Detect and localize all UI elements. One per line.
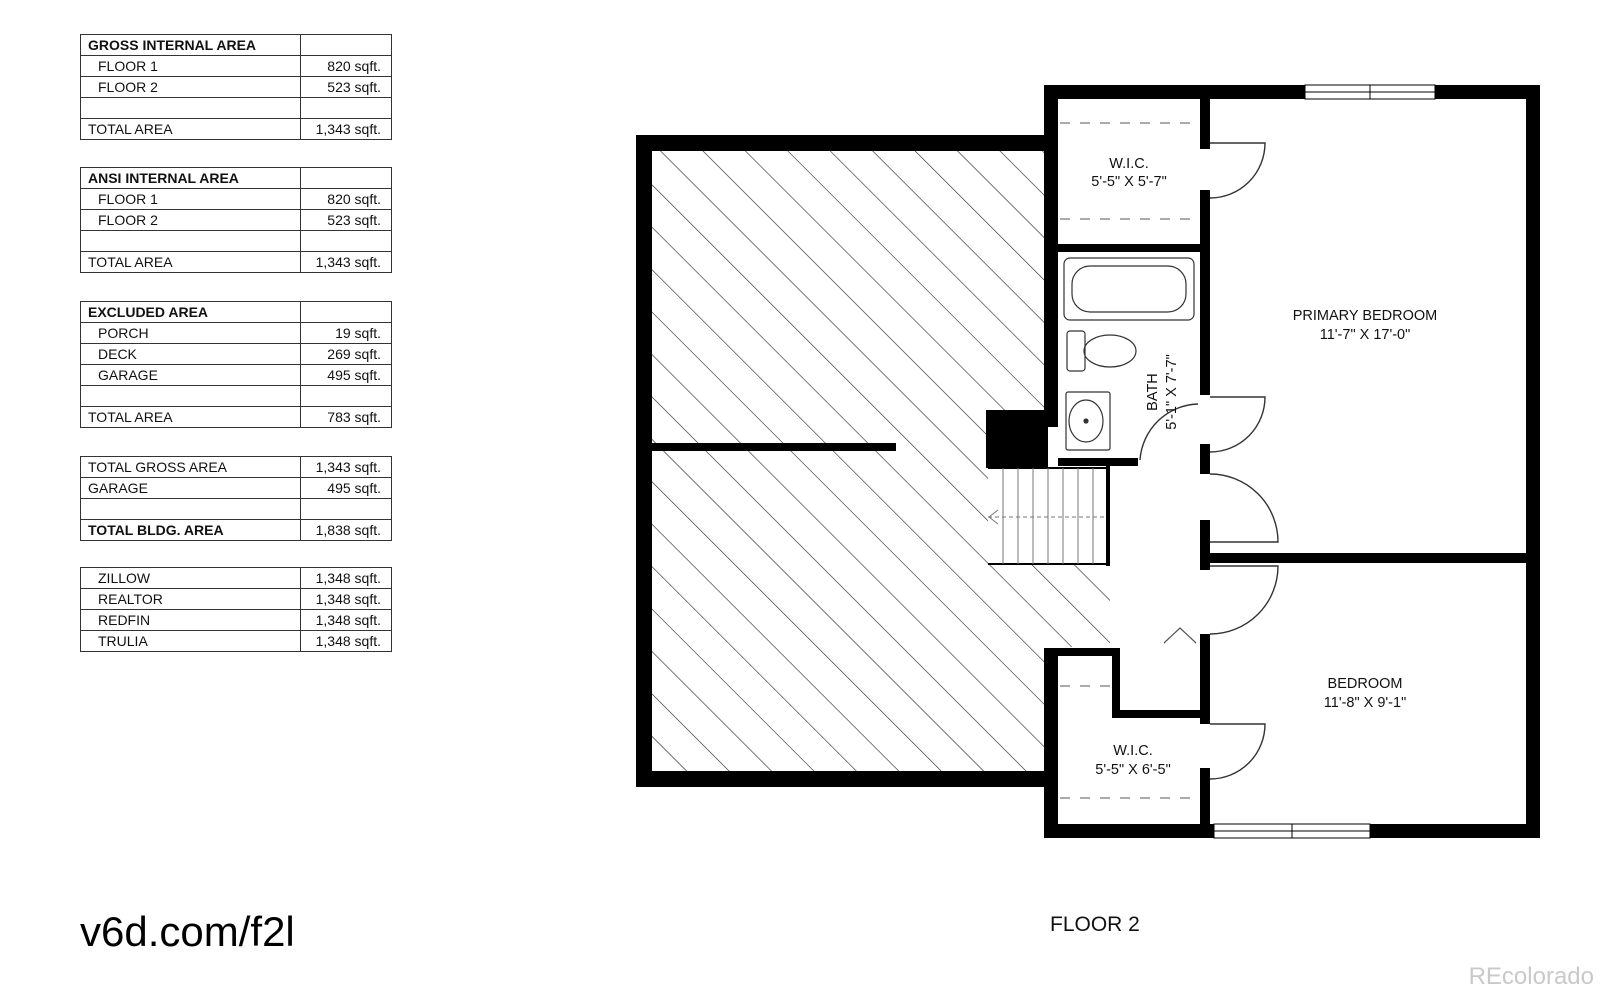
- bath-name: BATH: [1145, 373, 1161, 411]
- window-top: [1304, 84, 1436, 100]
- row-value: 19 sqft.: [300, 322, 392, 344]
- row-label: TOTAL AREA: [80, 118, 301, 140]
- wic-bottom-dims: 5'-5" X 6'-5": [1095, 762, 1170, 778]
- toilet: [1066, 330, 1137, 372]
- row-label: TOTAL BLDG. AREA: [80, 519, 301, 541]
- hatched-open-area: [651, 150, 1110, 777]
- wic-bottom-name: W.I.C.: [1113, 743, 1152, 759]
- wic-top-dims: 5'-5" X 5'-7": [1091, 174, 1166, 190]
- bath-dims: 5'-1" X 7'-7": [1164, 354, 1180, 429]
- primary-bedroom-dims: 11'-7" X 17'-0": [1320, 327, 1411, 343]
- watermark-logo: REcolorado: [1468, 963, 1594, 990]
- row-value: 495 sqft.: [300, 477, 392, 499]
- row-label: GARAGE: [80, 477, 301, 499]
- table-row: GROSS INTERNAL AREA: [80, 34, 392, 56]
- hall-arrow-icon: [1163, 627, 1197, 644]
- table-row: ANSI INTERNAL AREA: [80, 167, 392, 189]
- sink: [1065, 391, 1111, 451]
- door-swings: [1139, 142, 1279, 780]
- floor-label: FLOOR 2: [1050, 913, 1140, 936]
- closet-shelves: [1060, 122, 1198, 799]
- table-row: [80, 385, 392, 407]
- row-label: TRULIA: [80, 630, 301, 652]
- bedroom-name: BEDROOM: [1328, 676, 1403, 692]
- row-label: GARAGE: [80, 364, 301, 386]
- row-value: 1,348 sqft.: [300, 630, 392, 652]
- primary-bedroom-name: PRIMARY BEDROOM: [1293, 308, 1438, 324]
- bedroom-dims: 11'-8" X 9'-1": [1324, 695, 1406, 711]
- row-label: ANSI INTERNAL AREA: [80, 167, 301, 189]
- row-value: 1,343 sqft.: [300, 118, 392, 140]
- window-bottom: [1213, 823, 1371, 839]
- tour-url[interactable]: v6d.com/f2l: [80, 908, 295, 955]
- stairs: [988, 466, 1110, 566]
- row-value: 783 sqft.: [300, 406, 392, 428]
- row-value: 1,343 sqft.: [300, 251, 392, 273]
- row-label: GROSS INTERNAL AREA: [80, 34, 301, 56]
- row-value: 269 sqft.: [300, 343, 392, 365]
- row-value: 1,838 sqft.: [300, 519, 392, 541]
- row-label: FLOOR 1: [80, 188, 301, 210]
- row-label: TOTAL AREA: [80, 406, 301, 428]
- row-value: 820 sqft.: [300, 188, 392, 210]
- row-value: 523 sqft.: [300, 76, 392, 98]
- row-label: REALTOR: [80, 588, 301, 610]
- interior-walls: [652, 99, 1526, 824]
- row-value: 1,343 sqft.: [300, 456, 392, 478]
- row-label: TOTAL GROSS AREA: [80, 456, 301, 478]
- bathtub: [1063, 257, 1195, 321]
- wic-top-name: W.I.C.: [1109, 156, 1148, 172]
- table-row: [80, 230, 392, 252]
